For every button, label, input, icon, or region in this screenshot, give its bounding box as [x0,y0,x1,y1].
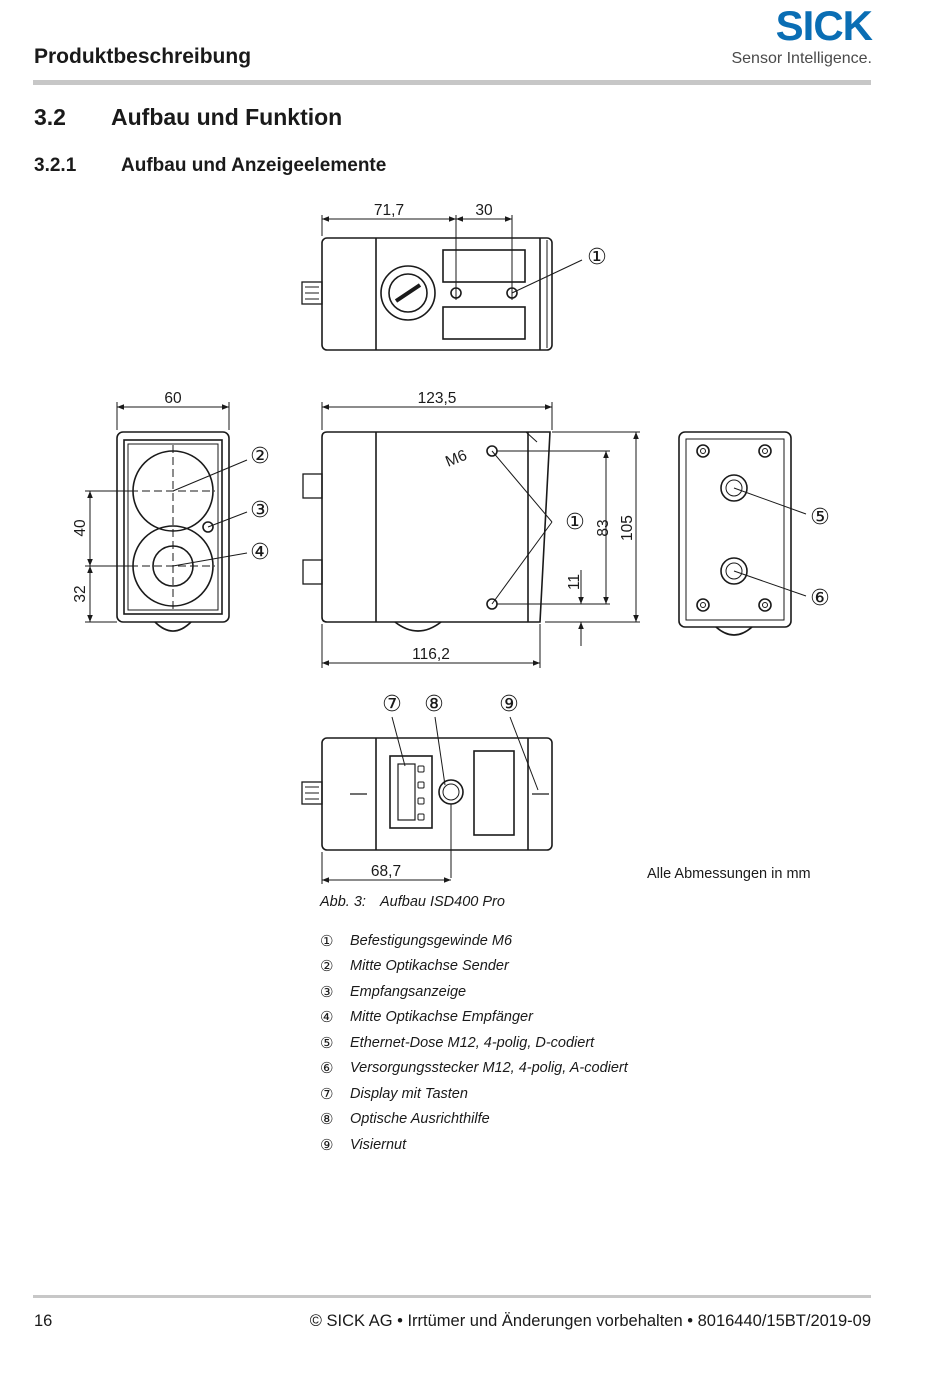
front-view [85,402,248,632]
dim-front-width: 60 [164,390,182,407]
header-divider [33,80,871,85]
footer-copyright: © SICK AG • Irrtümer und Änderungen vorb… [309,1312,871,1330]
sick-logo: SICK Sensor Intelligence. [731,2,873,68]
top-view [301,215,583,351]
legend-text: Versorgungsstecker M12, 4-polig, A-codie… [350,1060,628,1077]
legend-text: Mitte Optikachse Sender [350,958,509,975]
logo-word: SICK [775,2,873,49]
legend-number: ⑤ [320,1034,334,1052]
legend-number: ③ [320,983,334,1001]
heading-2-number: 3.2 [34,104,66,130]
legend-text: Display mit Tasten [350,1085,468,1102]
legend-number: ⑧ [320,1111,334,1129]
dim-bottom-width: 68,7 [371,863,401,880]
dim-side-width-top: 123,5 [418,390,457,407]
legend-number: ② [320,958,334,976]
logo-tagline: Sensor Intelligence. [731,50,872,67]
legend-item: ① Befestigungsgewinde M6 [320,928,628,954]
dim-side-width-bottom: 116,2 [412,646,450,663]
page-number: 16 [34,1312,53,1330]
legend-item: ⑨ Visiernut [320,1132,628,1158]
legend-number: ④ [320,1009,334,1027]
heading-3-title: Aufbau und Anzeigeelemente [121,155,387,176]
dim-side-11: 11 [566,574,583,590]
callout-5: ⑤ [810,505,830,530]
legend-text: Ethernet-Dose M12, 4-polig, D-codiert [350,1034,595,1051]
legend-item: ② Mitte Optikachse Sender [320,954,628,980]
callout-1-side: ① [565,510,585,535]
dim-top-width-b: 30 [475,202,493,219]
legend-number: ⑨ [320,1136,334,1154]
bottom-view [301,716,553,884]
heading-2-title: Aufbau und Funktion [111,104,343,130]
legend-item: ⑤ Ethernet-Dose M12, 4-polig, D-codiert [320,1030,628,1056]
dim-top-width-a: 71,7 [374,202,404,219]
callout-8: ⑧ [424,692,444,717]
legend-number: ① [320,932,334,950]
callout-2: ② [250,444,270,469]
callout-4: ④ [250,540,270,565]
heading-3-number: 3.2.1 [34,155,77,176]
legend-item: ⑥ Versorgungsstecker M12, 4-polig, A-codi… [320,1056,628,1082]
dim-side-105: 105 [619,515,636,541]
callout-7: ⑦ [382,692,402,717]
footer-divider [33,1295,871,1298]
legend-item: ④ Mitte Optikachse Empfänger [320,1005,628,1031]
callout-1-top: ① [587,245,607,270]
side-view [302,402,640,668]
legend-text: Befestigungsgewinde M6 [350,932,513,949]
legend-text: Optische Ausrichthilfe [350,1111,490,1128]
legend-text: Visiernut [350,1136,407,1153]
units-note: Alle Abmessungen in mm [647,866,811,882]
legend-text: Empfangsanzeige [350,983,467,1000]
legend-number: ⑥ [320,1060,334,1078]
caption-label: Abb. 3: [320,894,366,910]
rear-view [678,431,807,636]
callout-3: ③ [250,498,270,523]
header-section-title: Produktbeschreibung [34,45,252,68]
legend-item: ⑧ Optische Ausrichthilfe [320,1107,628,1133]
dim-thread-m6: M6 [443,447,469,471]
legend-text: Mitte Optikachse Empfänger [350,1009,533,1026]
figure-caption: Abb. 3: Aufbau ISD400 Pro [320,894,505,910]
legend-item: ③ Empfangsanzeige [320,979,628,1005]
legend-item: ⑦ Display mit Tasten [320,1081,628,1107]
legend-number: ⑦ [320,1085,334,1103]
callout-9: ⑨ [499,692,519,717]
callout-6: ⑥ [810,586,830,611]
figure-legend: ① Befestigungsgewinde M6 ② Mitte Optikachs… [320,928,628,1158]
dim-front-40: 40 [72,519,89,537]
dim-side-83: 83 [595,519,612,536]
dim-front-32: 32 [72,585,89,602]
caption-text: Aufbau ISD400 Pro [380,894,505,910]
